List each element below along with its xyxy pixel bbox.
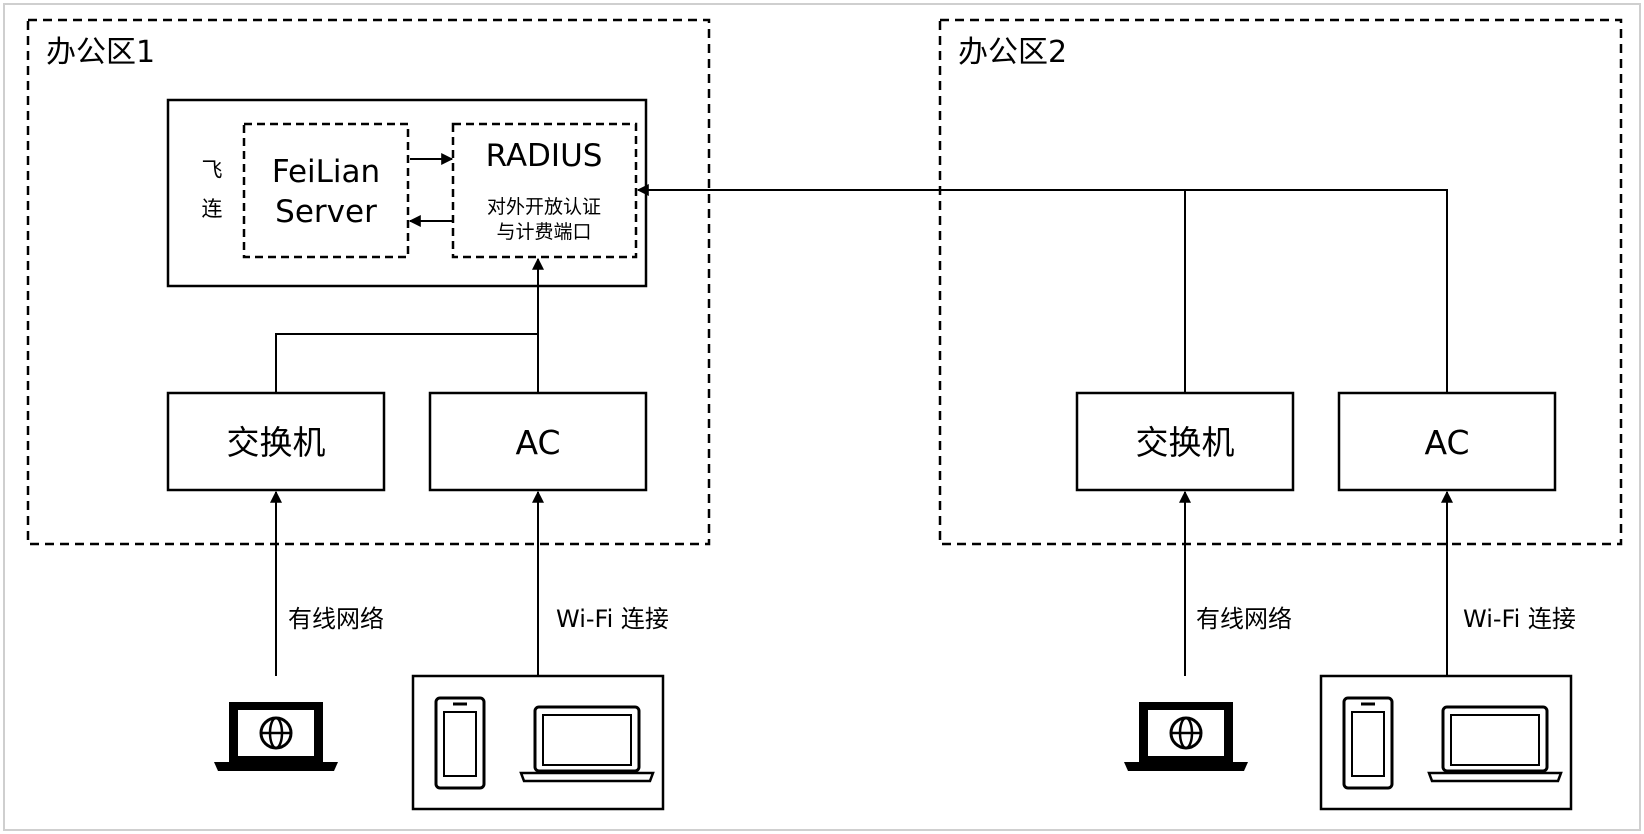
phone-icon	[1342, 696, 1394, 790]
office1-wired-label: 有线网络	[288, 605, 384, 633]
office2-wifi-label: Wi-Fi 连接	[1463, 605, 1576, 633]
radius-title: RADIUS	[486, 138, 603, 174]
office2-zone	[938, 18, 1623, 546]
office1-title: 办公区1	[46, 35, 155, 70]
radius-desc-1: 对外开放认证	[487, 196, 601, 218]
office2-ac-label: AC	[1424, 423, 1469, 462]
feilian-label-2: Server	[275, 194, 377, 230]
feilian-server-box	[242, 122, 410, 259]
phone-icon	[434, 696, 486, 790]
laptop-icon	[519, 705, 655, 783]
office1-zone	[26, 18, 711, 546]
office1-switch-label: 交换机	[227, 423, 326, 462]
office2-title: 办公区2	[958, 35, 1067, 70]
vendor-label-1: 飞	[202, 158, 223, 182]
radius-box	[451, 122, 638, 259]
office1-wifi-label: Wi-Fi 连接	[556, 605, 669, 633]
office2-switch-label: 交换机	[1136, 423, 1235, 462]
laptop-globe-icon	[214, 702, 338, 771]
office2-wireless-devices-box	[1319, 674, 1573, 811]
office1-wireless-devices-box	[411, 674, 665, 811]
office1-ac-label: AC	[515, 423, 560, 462]
office2-radius-arrow	[636, 184, 1448, 393]
office1-switch-connector	[275, 333, 538, 393]
laptop-icon	[1427, 705, 1563, 783]
radius-desc-2: 与计费端口	[496, 221, 591, 243]
office2-wired-label: 有线网络	[1196, 605, 1292, 633]
laptop-globe-icon	[1124, 702, 1248, 771]
feilian-label-1: FeiLian	[272, 154, 380, 190]
outer-frame	[3, 3, 1641, 831]
vendor-label-2: 连	[202, 197, 223, 221]
